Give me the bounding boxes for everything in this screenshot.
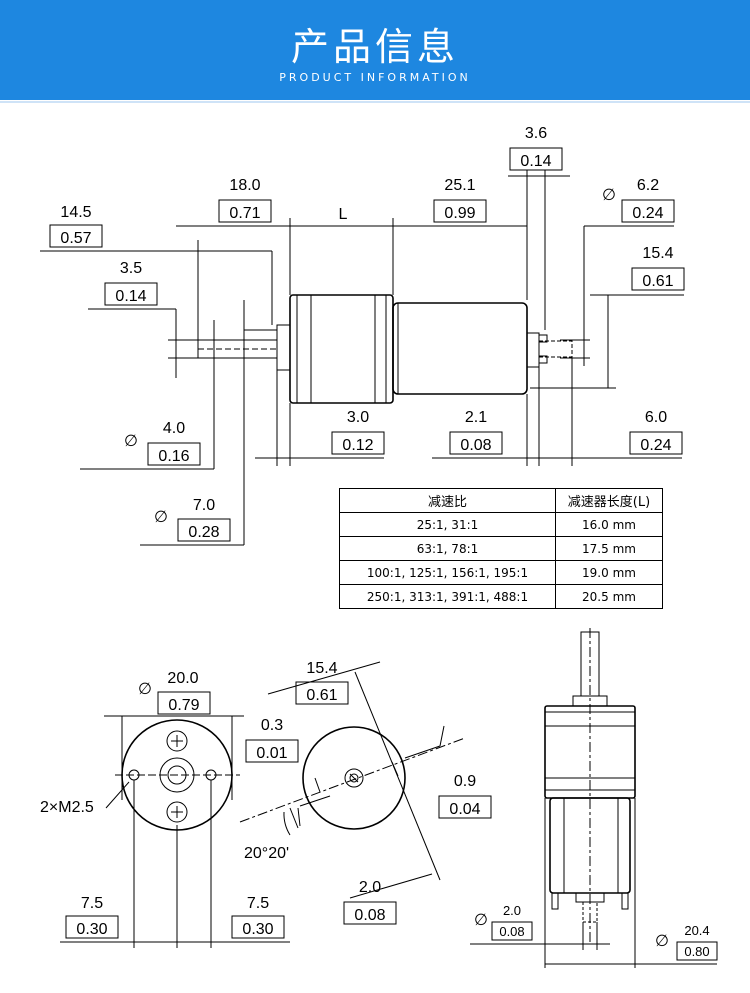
- dim-7-5-right-inch: 0.30: [242, 921, 273, 938]
- dim-7-0-mm: 7.0: [193, 497, 215, 514]
- dim-2-0-inch: 0.08: [354, 907, 385, 924]
- dim-20-4-mm: 20.4: [684, 923, 709, 938]
- front-view: ∅ 20.0 0.79 2×M2.5 7.5 0.30 7.5 0.30: [40, 670, 290, 948]
- dim-0-3-inch: 0.01: [256, 745, 287, 762]
- header-divider: [0, 101, 750, 103]
- length-cell: 17.5 mm: [555, 536, 663, 561]
- small-terminal-left: [551, 892, 559, 910]
- dim-2-0-mm: 2.0: [359, 879, 381, 896]
- dim-6-2-mm: 6.2: [637, 177, 659, 194]
- diameter-symbol: ∅: [138, 681, 152, 698]
- dim-7-5-right-mm: 7.5: [247, 895, 269, 912]
- dim-7-0-inch: 0.28: [188, 524, 219, 541]
- gearbox-body: [289, 294, 394, 404]
- rear-boss: [526, 332, 540, 368]
- dim-15-4-mm: 15.4: [306, 660, 337, 677]
- dim-3-0-inch: 0.12: [342, 437, 373, 454]
- dim-25-1-inch: 0.99: [444, 205, 475, 222]
- dim-6-0-mm: 6.0: [645, 409, 667, 426]
- dim-18-0-inch: 0.71: [229, 205, 260, 222]
- terminal-bottom: [538, 355, 548, 364]
- rear-view: 15.4 0.61 0.3 0.01 0.9 0.04 20°20' 2.0 0…: [239, 660, 492, 925]
- diameter-symbol: ∅: [124, 433, 138, 450]
- table-row: 25:1, 31:1 16.0 mm: [339, 512, 663, 537]
- table-row: 100:1, 125:1, 156:1, 195:1 19.0 mm: [339, 560, 663, 585]
- dim-15-4-inch: 0.61: [642, 273, 673, 290]
- small-terminal-right: [621, 892, 629, 910]
- dim-14-5-mm: 14.5: [60, 204, 91, 221]
- dim-3-6-mm: 3.6: [525, 125, 547, 142]
- dim-0-3-mm: 0.3: [261, 717, 283, 734]
- dim-6-2-inch: 0.24: [632, 205, 663, 222]
- dim-0-9-mm: 0.9: [454, 773, 476, 790]
- diameter-symbol: ∅: [655, 933, 669, 950]
- dim-15-4-inch: 0.61: [306, 687, 337, 704]
- shaft-collar: [276, 324, 291, 371]
- dim-0-9-inch: 0.04: [449, 801, 480, 818]
- rear-shaft: [344, 768, 364, 788]
- page-title: 产品信息: [290, 25, 459, 69]
- length-cell: 19.0 mm: [555, 560, 663, 585]
- header-banner: 产品信息 PRODUCT INFORMATION: [0, 0, 750, 100]
- dim-14-5-inch: 0.57: [60, 230, 91, 247]
- ratio-cell: 250:1, 313:1, 391:1, 488:1: [339, 584, 556, 609]
- small-side-view: ∅ 2.0 0.08 ∅ 20.4 0.80: [470, 628, 718, 968]
- dim-4-0-mm: 4.0: [163, 420, 185, 437]
- diameter-symbol: ∅: [474, 912, 488, 929]
- dim-3-6-inch: 0.14: [520, 153, 551, 170]
- col-header-ratio: 减速比: [339, 488, 556, 513]
- dim-25-1-mm: 25.1: [444, 177, 475, 194]
- screw-bottom: [166, 801, 188, 823]
- col-header-length: 减速器长度(L): [555, 488, 663, 513]
- dim-20-0-inch: 0.79: [168, 697, 199, 714]
- diameter-symbol: ∅: [154, 509, 168, 526]
- table-row: 63:1, 78:1 17.5 mm: [339, 536, 663, 561]
- table-header-row: 减速比 减速器长度(L): [339, 488, 663, 513]
- ratio-cell: 100:1, 125:1, 156:1, 195:1: [339, 560, 556, 585]
- dim-l: L: [339, 206, 348, 223]
- holes-label: 2×M2.5: [40, 799, 94, 816]
- dim-2-0-inch: 0.08: [499, 924, 524, 939]
- length-cell: 16.0 mm: [555, 512, 663, 537]
- motor-body: [392, 302, 528, 395]
- angle-label: 20°20': [244, 845, 289, 862]
- table-row: 250:1, 313:1, 391:1, 488:1 20.5 mm: [339, 584, 663, 609]
- diameter-symbol: ∅: [602, 187, 616, 204]
- dim-18-0-mm: 18.0: [229, 177, 260, 194]
- dim-3-0-mm: 3.0: [347, 409, 369, 426]
- dim-20-0-mm: 20.0: [167, 670, 198, 687]
- dim-15-4-mm: 15.4: [642, 245, 673, 262]
- side-view: 3.6 0.14 18.0 0.71 L 25.1 0.99 ∅ 6.2 0.2…: [40, 125, 685, 546]
- dim-3-5-inch: 0.14: [115, 288, 146, 305]
- ratio-cell: 63:1, 78:1: [339, 536, 556, 561]
- motor-end-cap: [302, 726, 406, 830]
- dim-6-0-inch: 0.24: [640, 437, 671, 454]
- dim-2-1-inch: 0.08: [460, 437, 491, 454]
- encoder-shaft: [538, 340, 573, 358]
- dim-20-4-inch: 0.80: [684, 944, 709, 959]
- dim-2-1-mm: 2.1: [465, 409, 487, 426]
- dim-3-5-mm: 3.5: [120, 260, 142, 277]
- dim-4-0-inch: 0.16: [158, 448, 189, 465]
- ratio-cell: 25:1, 31:1: [339, 512, 556, 537]
- length-cell: 20.5 mm: [555, 584, 663, 609]
- terminal-top: [538, 334, 548, 343]
- dim-2-0-mm: 2.0: [503, 903, 521, 918]
- page-subtitle: PRODUCT INFORMATION: [279, 71, 471, 84]
- screw-top: [166, 730, 188, 752]
- dim-7-5-left-mm: 7.5: [81, 895, 103, 912]
- dim-7-5-left-inch: 0.30: [76, 921, 107, 938]
- reduction-spec-table: 减速比 减速器长度(L) 25:1, 31:1 16.0 mm 63:1, 78…: [339, 488, 663, 609]
